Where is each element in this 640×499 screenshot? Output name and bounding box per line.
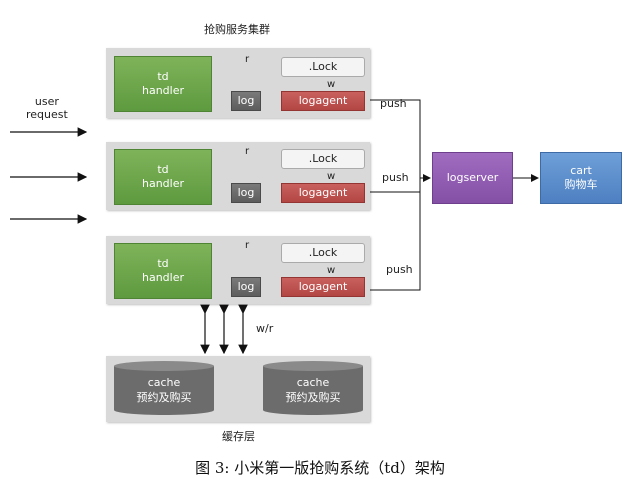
read-label: r — [245, 146, 250, 157]
log-box: log — [231, 277, 261, 297]
cache-cylinder-1 — [114, 361, 214, 415]
logagent-box: logagent — [281, 91, 365, 111]
push-label: push — [382, 171, 409, 184]
cache-label: cache 预约及购买 — [285, 376, 341, 404]
read-label: r — [245, 240, 250, 251]
td-handler-box: td handler — [114, 243, 212, 299]
cluster-title: 抢购服务集群 — [204, 23, 270, 36]
log-box: log — [231, 91, 261, 111]
cache-cylinder-2 — [263, 361, 363, 415]
read-label: r — [245, 54, 250, 65]
write-label: w — [327, 265, 336, 276]
cache-label: cache 预约及购买 — [136, 376, 192, 404]
lock-box: .Lock — [281, 149, 365, 169]
cache-layer-label: 缓存层 — [222, 430, 255, 443]
logagent-box: logagent — [281, 277, 365, 297]
td-handler-box: td handler — [114, 149, 212, 205]
log-box: log — [231, 183, 261, 203]
lock-box: .Lock — [281, 243, 365, 263]
push-label: push — [386, 263, 413, 276]
read-write-label: w/r — [256, 322, 274, 335]
logserver-box: logserver — [432, 152, 513, 204]
user-request-label: user request — [26, 95, 68, 122]
logagent-box: logagent — [281, 183, 365, 203]
lock-box: .Lock — [281, 57, 365, 77]
push-label: push — [380, 97, 407, 110]
cart-box: cart 购物车 — [540, 152, 622, 204]
figure-caption: 图 3: 小米第一版抢购系统（td）架构 — [195, 459, 445, 477]
write-label: w — [327, 79, 336, 90]
write-label: w — [327, 171, 336, 182]
td-handler-box: td handler — [114, 56, 212, 112]
